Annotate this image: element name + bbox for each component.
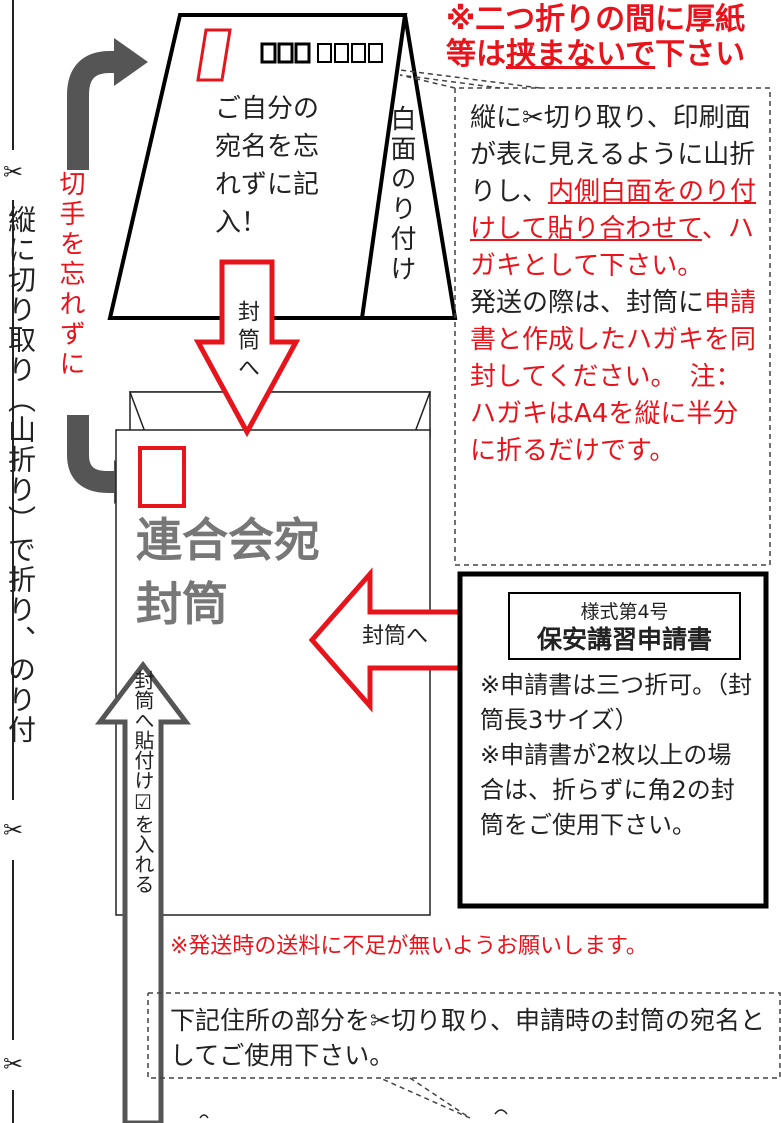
scissors-icon: ✂ [3,158,24,186]
up-arrow [94,660,192,1123]
postal-code-boxes [260,42,383,64]
envelope-label: 連合会宛封筒 [136,513,320,631]
bent-arrow-top-shaft [67,51,118,170]
instruction-p2-red: 申請書と作成したハガキを同封してください。 注：ハガキはA4を縦に半分に折るだけ… [470,288,757,466]
bottom-callout-b: 切り取り、申請時の封筒の宛名としてご使用下さい。 [170,1006,765,1070]
instruction-text: 縦に✂切り取り、印刷面が表に見えるように山折りし、内側白面をのり付けして貼り合わ… [470,100,760,470]
application-note-2: ※申請書が2枚以上の場合は、折らずに角2の封筒をご使用下さい。 [480,741,735,839]
postcard-front-note: ご自分の宛名を忘れずに記入！ [215,94,320,238]
top-warning: ※二つ折りの間に厚紙 等は挟まないで下さい [446,2,745,72]
stamp-box [138,446,186,508]
left-arrow-label: 封筒へ [362,624,429,649]
stamp-reminder: 切手を忘れずに [55,170,85,380]
scissors-icon: ✂ [522,103,544,133]
envelope-body [115,429,431,916]
top-warning-text-a: 等は [446,37,506,72]
bent-arrow-bottom-shaft [67,415,118,493]
scissors-icon: ✂ [3,816,24,844]
partial-glyph-left [199,1114,209,1119]
down-arrow [193,259,301,438]
scissors-icon: ✂ [3,1050,24,1078]
instruction-p1-a: 縦に [470,103,523,133]
instruction-callout-outline [399,69,771,566]
application-notes: ※申請書は三つ折可。（封筒長3サイズ） ※申請書が2枚以上の場合は、折らずに角2… [480,668,755,843]
instruction-p2-a: 発送の際は、封筒に [470,288,705,318]
postcard-front-panel [107,13,408,320]
bottom-callout-text: 下記住所の部分を✂切り取り、申請時の封筒の宛名としてご使用下さい。 [170,1003,770,1073]
form-title-frame [508,592,741,660]
bottom-callout-outline [147,992,781,1119]
form-number: 様式第4号 [580,601,669,623]
bent-arrow-top-head [114,38,148,86]
down-arrow-label: 封筒へ [234,300,259,384]
up-arrow-label: 封筒へ貼付け☑を入れる [131,670,155,894]
bottom-callout-a: 下記住所の部分を [170,1006,371,1035]
envelope-flap [128,391,432,433]
top-warning-text-b: 下さい [655,37,746,72]
application-note-1: ※申請書は三つ折可。（封筒長3サイズ） [480,671,753,734]
instruction-p1-b: 切り取り、印刷面が表に見えるように山折りし、 [470,103,756,207]
partial-glyph-right [494,1109,508,1115]
postage-note: ※発送時の送料に不足が無いようお願いします。 [170,934,648,959]
form-name: 保安講習申請書 [536,625,712,654]
scissors-icon: ✂ [370,1006,391,1035]
top-warning-underlined: 挟まないで [506,37,656,72]
top-warning-line1: ※二つ折りの間に厚紙 [446,2,746,37]
left-cut-text: 縦に切り取り（山折り）で折り、のり付 [4,205,36,745]
instruction-p1-underlined: 内側白面をのり付けして貼り合わせて [470,177,757,244]
postcard-stamp-box [196,28,232,82]
instruction-p1-c: 、ハガキとして下さい。 [470,214,754,281]
postcard-side-note: 白面のり付け [386,105,416,285]
top-warning-line2: 等は挟まないで下さい [446,37,745,72]
